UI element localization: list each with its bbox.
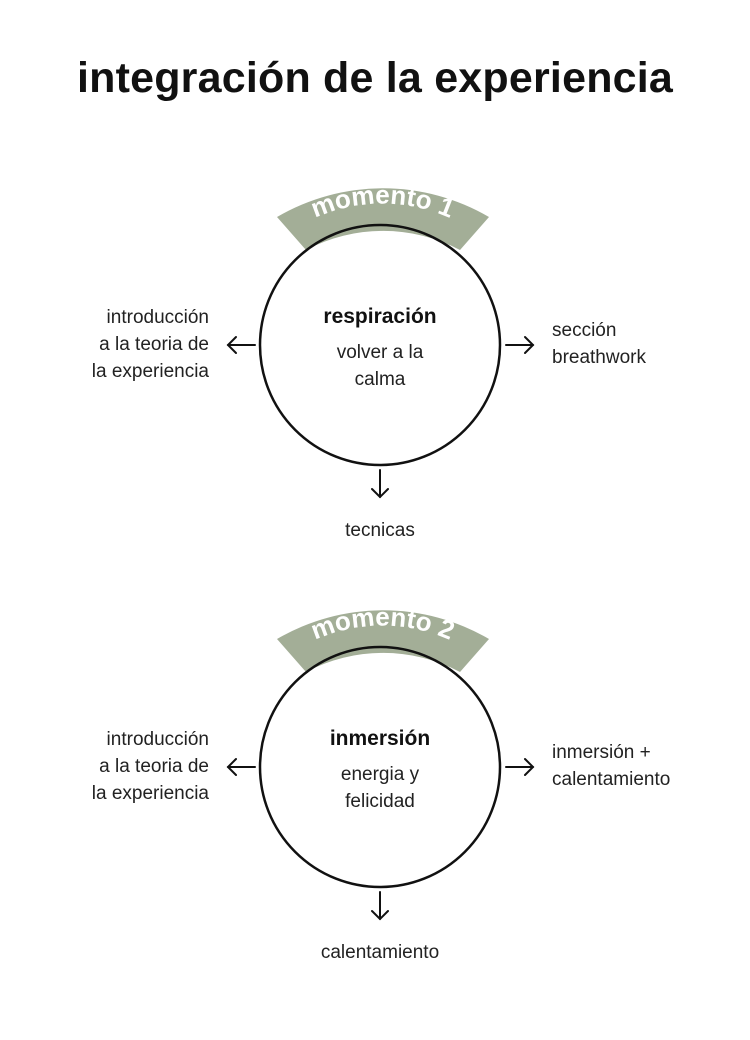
moment-2-center-subtitle: energia y felicidad <box>280 761 480 815</box>
moment-1: momento 1 respiración volver a la calma … <box>0 170 750 570</box>
moment-1-right-line: sección <box>552 320 617 341</box>
moment-1-left-label: introducción a la teoria de la experienc… <box>9 304 209 385</box>
moment-2-center: inmersión energia y felicidad <box>280 727 480 815</box>
moment-1-center: respiración volver a la calma <box>280 305 480 393</box>
moment-1-bottom-label: tecnicas <box>345 520 415 541</box>
arrow-left-icon <box>226 336 256 354</box>
moment-2-bottom-label: calentamiento <box>320 942 440 963</box>
moment-2: momento 2 inmersión energia y felicidad … <box>0 592 750 992</box>
moment-1-center-sub-line: volver a la <box>336 342 424 363</box>
moment-2-circle <box>258 645 502 889</box>
moment-1-center-sub-line: calma <box>354 369 406 390</box>
moment-1-left-line: la experiencia <box>91 361 209 382</box>
moment-1-left-line: a la teoria de <box>99 334 209 355</box>
moment-1-right-line: breathwork <box>552 347 646 368</box>
moment-2-left-line: introducción <box>106 729 209 750</box>
page-title: integración de la experiencia <box>76 54 674 102</box>
moment-1-center-subtitle: volver a la calma <box>280 339 480 393</box>
moment-2-center-sub-line: energia y <box>340 764 420 785</box>
moment-2-left-line: a la teoria de <box>99 756 209 777</box>
arrow-down-icon <box>371 891 389 921</box>
moment-2-right-line: inmersión + <box>552 742 651 763</box>
moment-1-graphic: momento 1 <box>226 180 535 499</box>
arrow-right-icon <box>505 336 535 354</box>
arrow-left-icon <box>226 758 256 776</box>
moment-1-right-label: sección breathwork <box>552 317 742 371</box>
moment-2-center-sub-line: felicidad <box>345 791 415 812</box>
moment-2-center-title: inmersión <box>329 727 431 750</box>
arrow-down-icon <box>371 469 389 499</box>
arrow-right-icon <box>505 758 535 776</box>
moment-2-graphic: momento 2 <box>226 602 535 921</box>
moment-2-right-label: inmersión + calentamiento <box>552 739 742 793</box>
moment-2-left-label: introducción a la teoria de la experienc… <box>9 726 209 807</box>
moment-2-right-line: calentamiento <box>552 769 671 790</box>
moment-1-left-line: introducción <box>106 307 209 328</box>
moment-2-left-line: la experiencia <box>91 783 209 804</box>
moment-1-circle <box>258 223 502 467</box>
moment-1-center-title: respiración <box>323 305 437 328</box>
